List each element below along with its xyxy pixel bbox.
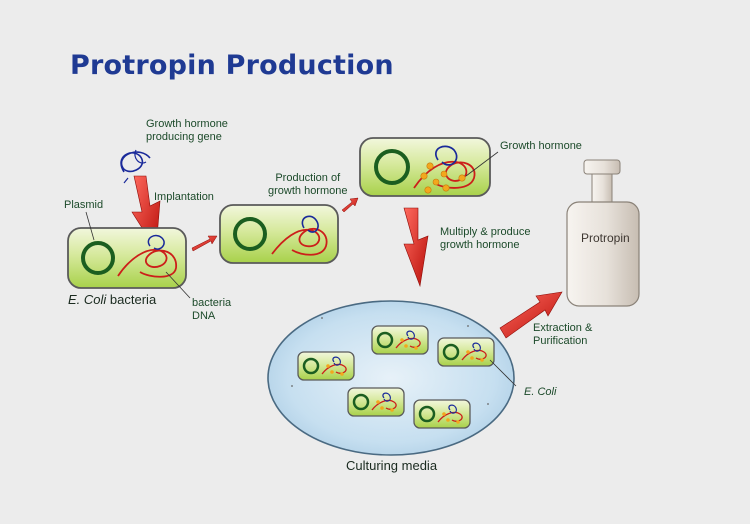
bacteria-dna-label: bacteria DNA — [192, 297, 232, 322]
arrow-to-production — [191, 235, 218, 252]
multiply-arrow — [403, 207, 429, 288]
gene-label: Growth hormone producing gene — [146, 118, 228, 143]
culturing-media-label: Culturing media — [346, 458, 438, 473]
plasmid-pointer — [85, 211, 95, 241]
extraction-arrow — [499, 291, 563, 339]
multiply-label: Multiply & produce growth hormone — [440, 226, 531, 251]
growth-hormone-dots — [420, 162, 466, 194]
ecoli-pointer — [489, 359, 517, 387]
plasmid-ring — [81, 241, 115, 275]
arrow-to-hormone-cell — [341, 197, 359, 213]
ecoli-label: E. Coli — [524, 386, 557, 398]
protropin-vial — [566, 159, 640, 307]
ecoli-bacteria-label: E. Coli bacteria — [68, 292, 157, 307]
extraction-label: Extraction & Purification — [533, 322, 593, 347]
bacteria-dna-pointer — [165, 271, 191, 299]
page-title: Protropin Production — [70, 50, 394, 81]
recombinant-cell — [219, 204, 339, 264]
ecoli-colony — [297, 325, 495, 429]
protropin-label: Protropin — [581, 231, 630, 245]
hormone-producing-cell — [359, 137, 491, 197]
implantation-label: Implantation — [154, 191, 214, 203]
bacteria-dna-icon — [117, 248, 177, 278]
plasmid-label: Plasmid — [64, 199, 104, 211]
growth-hormone-pointer — [465, 151, 499, 177]
growth-hormone-label: Growth hormone — [500, 140, 582, 152]
production-label: Production of growth hormone — [268, 172, 348, 197]
free-gene-icon — [120, 149, 151, 184]
ecoli-bacterium-cell — [67, 227, 187, 289]
